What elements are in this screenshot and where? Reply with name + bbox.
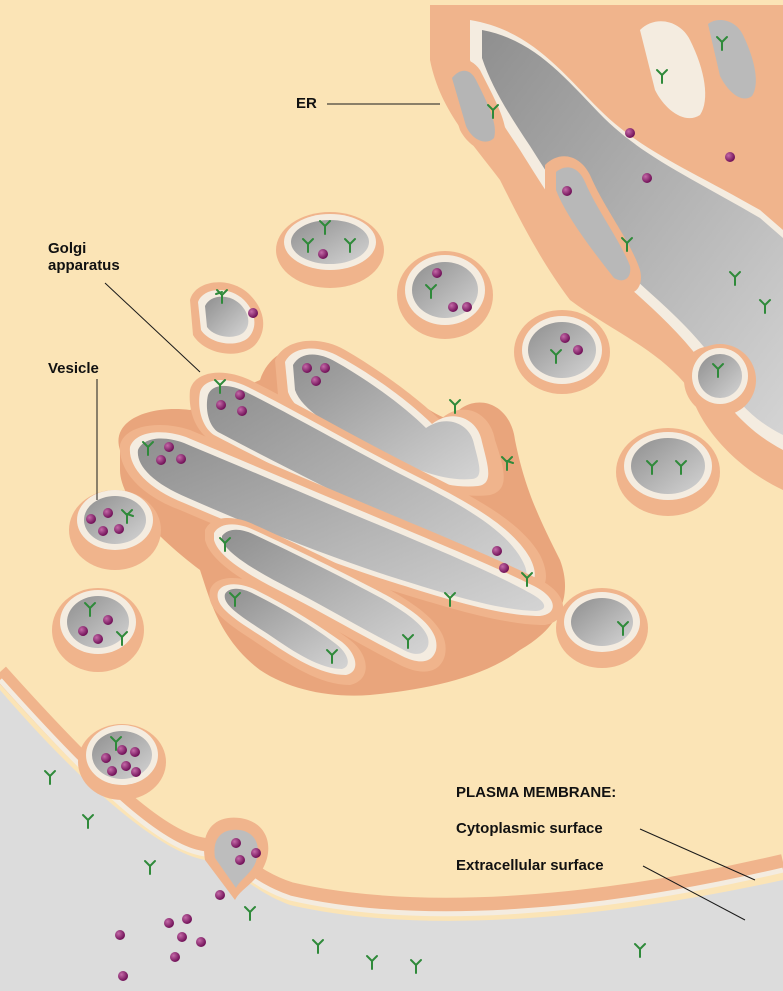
er-vesicle-1: [514, 310, 610, 394]
label-golgi-line1: Golgi: [48, 240, 138, 257]
er-vesicle-3: [684, 344, 756, 416]
label-cytoplasmic-surface: Cytoplasmic surface: [456, 820, 603, 837]
vesicle-golgi-right: [556, 588, 648, 668]
label-golgi-apparatus: Golgi apparatus: [48, 240, 138, 274]
vesicle-left-2: [52, 588, 144, 672]
label-vesicle: Vesicle: [48, 360, 99, 377]
vesicle-left-3: [78, 724, 166, 800]
vesicle-top-2: [397, 251, 493, 339]
label-golgi-line2: apparatus: [48, 257, 138, 274]
er-vesicle-2: [616, 428, 720, 516]
vesicle-top-1: [276, 212, 384, 288]
label-extracellular-surface: Extracellular surface: [456, 857, 604, 874]
label-er: ER: [296, 95, 317, 112]
label-plasma-membrane: PLASMA MEMBRANE:: [456, 784, 616, 801]
